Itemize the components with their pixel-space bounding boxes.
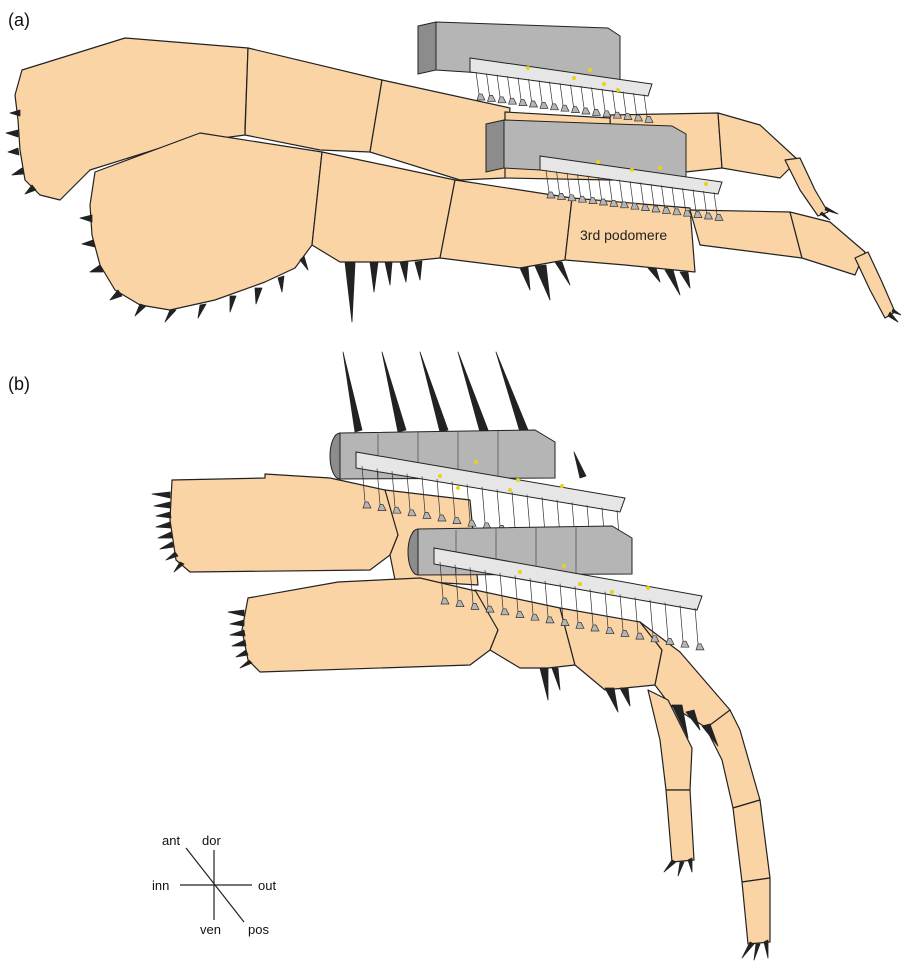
b-seta-3 bbox=[420, 352, 448, 432]
b-seta-5 bbox=[496, 352, 528, 432]
a-upper-segment-6 bbox=[718, 113, 798, 178]
b-lower-segment-3 bbox=[560, 608, 662, 690]
granule bbox=[646, 586, 650, 590]
compass-ant: ant bbox=[162, 833, 180, 848]
a-lower-spines-seg4 bbox=[648, 268, 690, 295]
comb-tooth bbox=[497, 489, 506, 531]
comb-tooth bbox=[665, 603, 674, 645]
a-lower-segment-7 bbox=[855, 252, 895, 318]
granule bbox=[658, 166, 662, 170]
orientation-compass: ant dor inn out ven pos bbox=[152, 833, 276, 937]
comb-tooth bbox=[680, 605, 689, 647]
b-lower-basal-segment bbox=[242, 578, 498, 672]
comb-tooth bbox=[695, 608, 704, 650]
granule bbox=[588, 68, 592, 72]
compass-out: out bbox=[258, 878, 276, 893]
granule bbox=[438, 474, 442, 478]
comb-tooth bbox=[581, 86, 590, 114]
b-lower-inner-branch-2 bbox=[666, 790, 694, 862]
comb-tooth bbox=[560, 83, 569, 111]
granule bbox=[456, 486, 460, 490]
granule bbox=[560, 484, 564, 488]
granule bbox=[630, 168, 634, 172]
granule bbox=[526, 66, 530, 70]
a-lower-segment-6 bbox=[790, 212, 865, 275]
granule bbox=[704, 182, 708, 186]
a-segment-label: 3rd podomere bbox=[580, 227, 667, 243]
b-lower-segment-6 bbox=[733, 800, 770, 882]
compass-ven: ven bbox=[200, 922, 221, 937]
b-seta-1 bbox=[343, 352, 362, 432]
a-lower-spines-seg2 bbox=[345, 261, 422, 322]
b-seta-2 bbox=[382, 352, 406, 432]
comb-tooth bbox=[602, 89, 611, 117]
granule bbox=[516, 478, 520, 482]
comb-tooth bbox=[529, 79, 538, 107]
comb-tooth bbox=[613, 90, 622, 118]
b-seta-4 bbox=[458, 352, 488, 432]
panel-a: 3rd podomere bbox=[6, 22, 901, 322]
granule bbox=[474, 460, 478, 464]
granule bbox=[518, 570, 522, 574]
comb-tooth bbox=[487, 73, 496, 101]
comb-tooth bbox=[571, 85, 580, 113]
compass-pos: pos bbox=[248, 922, 269, 937]
b-seta-6 bbox=[574, 452, 586, 478]
comb-tooth bbox=[508, 76, 517, 104]
comb-tooth bbox=[482, 487, 491, 529]
granule bbox=[572, 76, 576, 80]
a-lower-spines-seg3 bbox=[520, 262, 570, 300]
granule bbox=[562, 564, 566, 568]
comb-tooth bbox=[518, 78, 527, 106]
b-lower-segment-5 bbox=[706, 710, 760, 808]
compass-dor: dor bbox=[202, 833, 221, 848]
a-upper-segment-2 bbox=[245, 48, 382, 152]
panel-a-label: (a) bbox=[8, 10, 30, 30]
comb-tooth bbox=[550, 82, 559, 110]
comb-tooth bbox=[476, 72, 485, 100]
granule bbox=[508, 488, 512, 492]
granule bbox=[602, 82, 606, 86]
comb-tooth bbox=[497, 75, 506, 103]
panel-b bbox=[152, 352, 770, 960]
granule bbox=[610, 590, 614, 594]
granule bbox=[596, 160, 600, 164]
comb-tooth bbox=[592, 87, 601, 115]
compass-inn: inn bbox=[152, 878, 169, 893]
panel-b-label: (b) bbox=[8, 374, 30, 394]
granule bbox=[578, 582, 582, 586]
granule bbox=[616, 88, 620, 92]
a-upper-segment-7 bbox=[785, 158, 828, 216]
panel-b-lower-limb bbox=[228, 578, 770, 960]
comb-tooth bbox=[539, 80, 548, 108]
b-lower-segment-7 bbox=[742, 878, 770, 944]
